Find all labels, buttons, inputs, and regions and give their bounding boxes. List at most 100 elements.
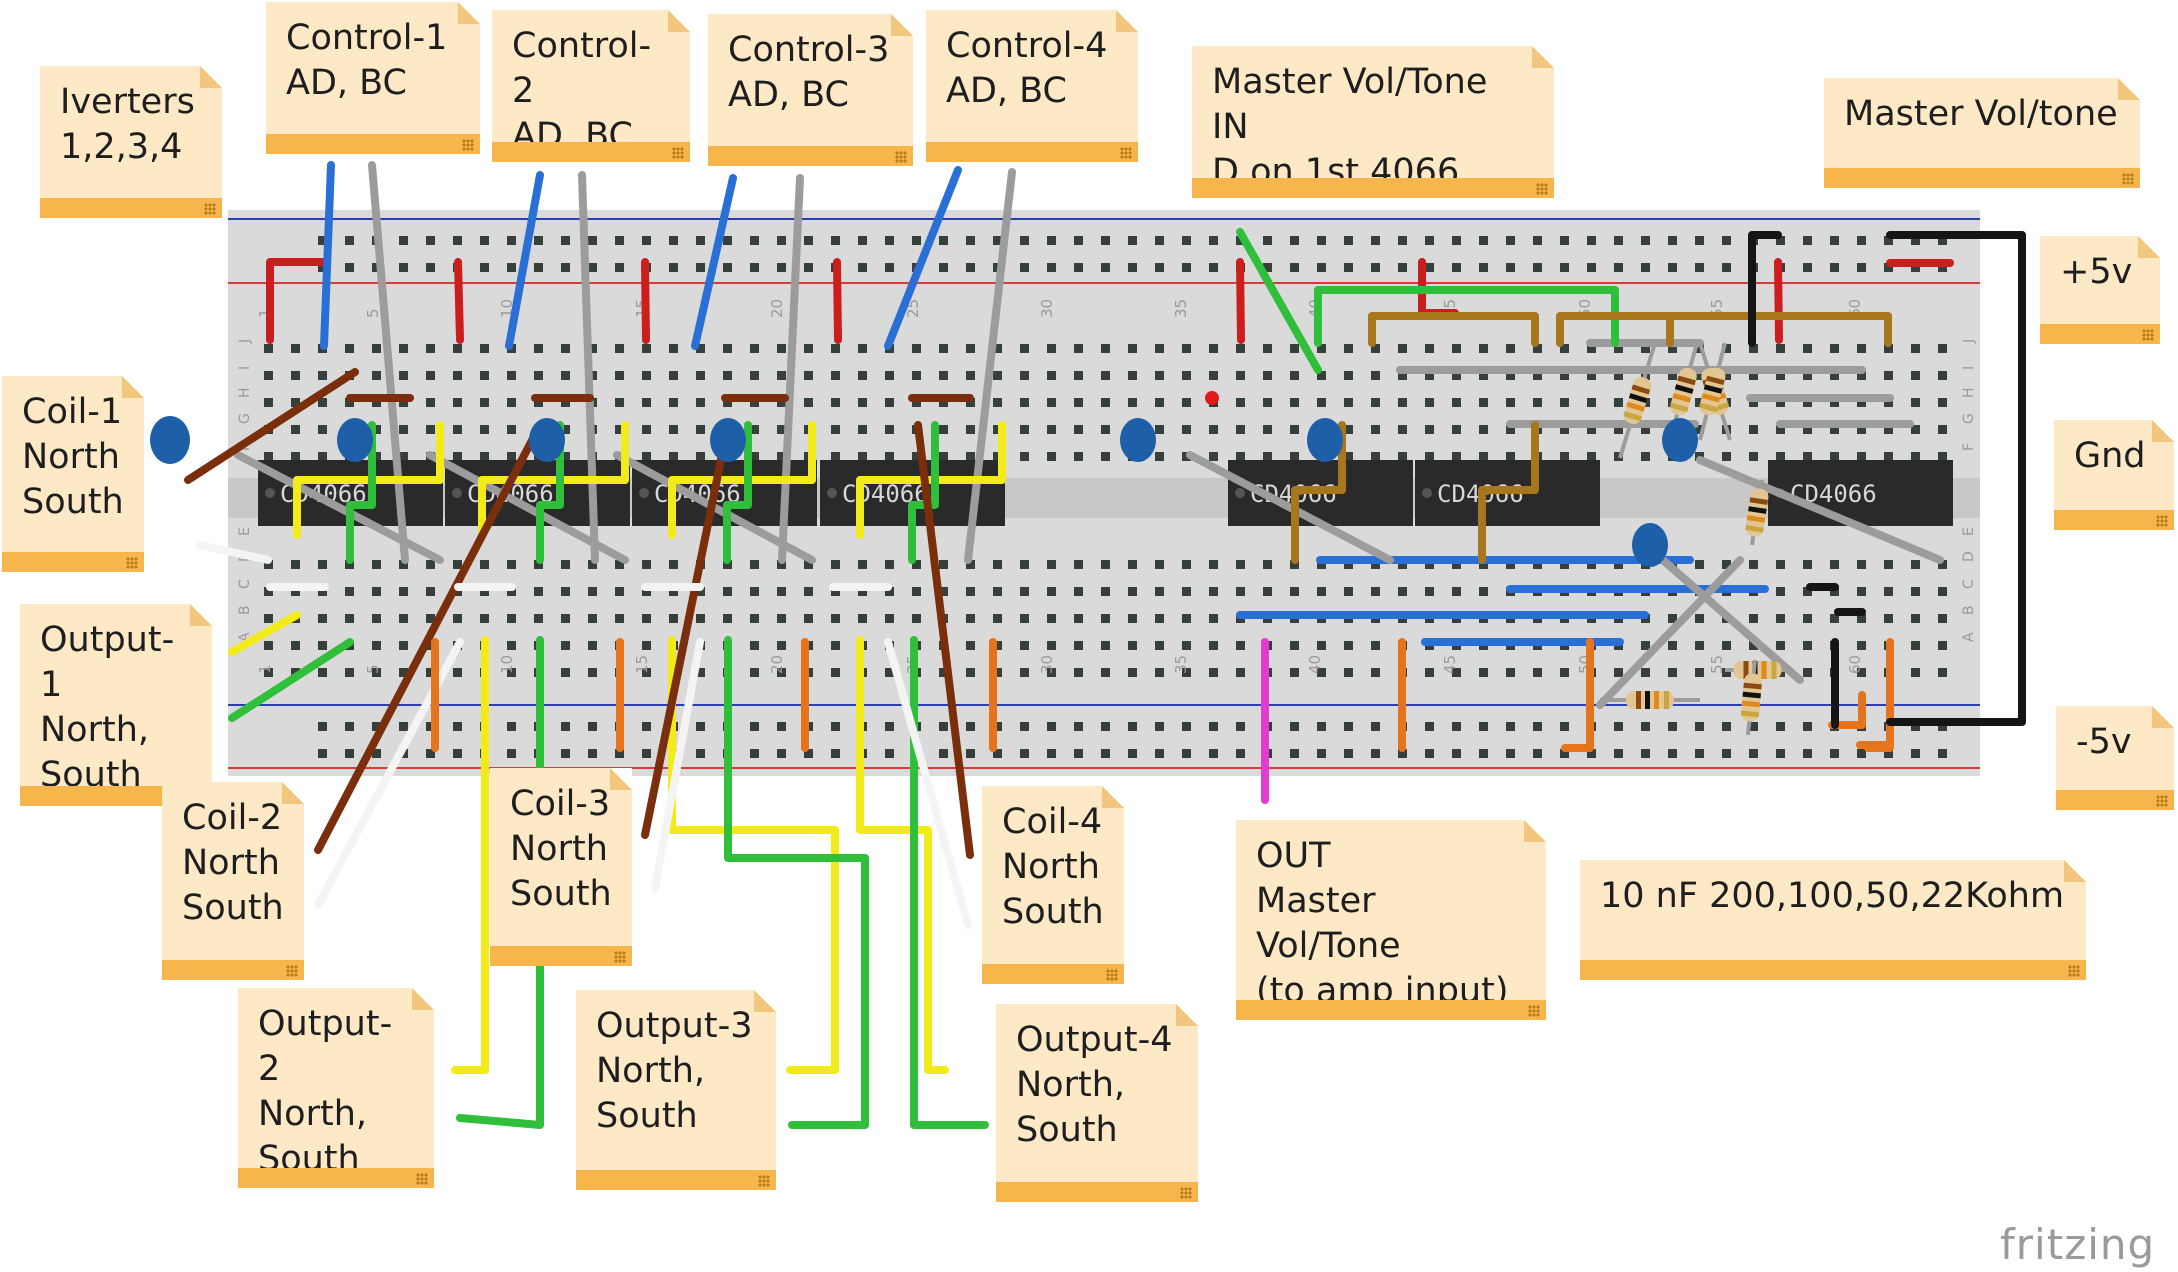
wire-ochre bbox=[1368, 312, 1539, 347]
chip-notch bbox=[265, 488, 275, 498]
capacitors bbox=[150, 416, 1698, 567]
note-text: Control-2 AD, BC bbox=[512, 26, 652, 156]
chip-notch bbox=[1235, 488, 1245, 498]
note-output-4: Output-4 North, South bbox=[996, 1004, 1198, 1202]
note-text: Coil-4 North South bbox=[1002, 802, 1104, 932]
note-text: OUT Master Vol/Tone (to amp input) bbox=[1256, 836, 1509, 1011]
wire-black bbox=[1886, 231, 2026, 726]
row-letter: C bbox=[237, 579, 253, 589]
note-output-2: Output-2 North, South bbox=[238, 988, 434, 1188]
row-letter: B bbox=[1961, 605, 1977, 615]
wire-red bbox=[266, 258, 329, 344]
row-letter: H bbox=[1961, 387, 1977, 398]
wire-ochre bbox=[1556, 312, 1892, 347]
wire-green bbox=[1236, 228, 1322, 374]
column-number: 10 bbox=[498, 655, 516, 674]
capacitor bbox=[150, 416, 190, 464]
wire-brown bbox=[314, 421, 544, 854]
wire-red bbox=[641, 258, 650, 344]
note-coil-2: Coil-2 North South bbox=[162, 782, 304, 980]
wire-green bbox=[536, 421, 564, 564]
note-control-1: Control-1 AD, BC bbox=[266, 2, 480, 154]
note-master-voltone: Master Vol/tone bbox=[1824, 78, 2140, 188]
wire-green bbox=[910, 636, 989, 1129]
wire-white bbox=[884, 638, 972, 929]
capacitor bbox=[1632, 523, 1668, 567]
note-text: Control-1 AD, BC bbox=[286, 18, 448, 103]
wire-green bbox=[346, 421, 376, 564]
wire-brown bbox=[641, 421, 732, 839]
note-inverters: Iverters 1,2,3,4 bbox=[40, 66, 222, 218]
wire-yellow bbox=[668, 421, 816, 539]
wire-brown bbox=[914, 421, 974, 859]
resistors bbox=[1600, 342, 1790, 736]
note-text: 10 nF 200,100,50,22Kohm bbox=[1600, 876, 2065, 916]
note-text: +5v bbox=[2060, 252, 2133, 292]
wire-gray bbox=[1186, 451, 1394, 564]
fritzing-logo: fritzing bbox=[2000, 1220, 2156, 1269]
wire-yellow bbox=[478, 421, 629, 539]
column-number: 20 bbox=[768, 299, 786, 318]
column-number: 30 bbox=[1038, 299, 1056, 318]
row-letter: J bbox=[1961, 339, 1977, 344]
wire-gray bbox=[426, 451, 629, 564]
wire-blue bbox=[691, 174, 737, 350]
row-letter: A bbox=[237, 632, 253, 642]
wire-gray bbox=[1696, 456, 1944, 564]
wire-gray bbox=[234, 451, 444, 564]
note-output-3: Output-3 North, South bbox=[576, 990, 776, 1190]
wire-blue bbox=[884, 166, 962, 350]
note-coil-1: Coil-1 North South bbox=[2, 376, 144, 572]
chip-body bbox=[1768, 460, 1953, 526]
note-text: Output-1 North, South bbox=[40, 620, 175, 795]
note-text: Output-3 North, South bbox=[596, 1006, 753, 1136]
wire-blue bbox=[505, 171, 544, 350]
resistor bbox=[1745, 488, 1769, 537]
note-gnd: Gnd bbox=[2054, 420, 2174, 530]
row-letter: F bbox=[1961, 443, 1977, 451]
wire-yellow bbox=[668, 636, 839, 1074]
note-control-3: Control-3 AD, BC bbox=[708, 14, 913, 166]
note-control-2: Control-2 AD, BC bbox=[492, 10, 690, 162]
chip-notch bbox=[827, 488, 837, 498]
note-text: Output-2 North, South bbox=[258, 1004, 393, 1179]
chip-notch bbox=[639, 488, 649, 498]
resistor bbox=[1623, 376, 1652, 425]
wire-gray bbox=[964, 168, 1016, 564]
note-text: Coil-2 North South bbox=[182, 798, 284, 928]
note-master-in: Master Vol/Tone IN D on 1st 4066 bbox=[1192, 46, 1554, 198]
rail-holes-top bbox=[318, 227, 1958, 281]
note-text: Coil-1 North South bbox=[22, 392, 124, 522]
wire-red bbox=[833, 258, 842, 344]
note-text: Coil-3 North South bbox=[510, 784, 612, 914]
resistor bbox=[1740, 673, 1762, 722]
note-text: -5v bbox=[2076, 722, 2132, 762]
wire-yellow bbox=[856, 636, 949, 1074]
capacitor bbox=[529, 418, 565, 462]
note-text: Gnd bbox=[2074, 436, 2146, 476]
row-letter: I bbox=[237, 366, 253, 370]
capacitor bbox=[1307, 418, 1343, 462]
row-letter: G bbox=[237, 413, 253, 424]
note-coil-4: Coil-4 North South bbox=[982, 786, 1124, 984]
wire-orange bbox=[1561, 638, 1594, 752]
wire-red bbox=[454, 258, 464, 344]
note-text: Output-4 North, South bbox=[1016, 1020, 1173, 1150]
wires bbox=[184, 161, 2026, 1129]
column-number: 5 bbox=[364, 664, 382, 674]
wire-black bbox=[1748, 231, 1782, 347]
chip-notch bbox=[1422, 488, 1432, 498]
red-led-dot bbox=[1205, 391, 1219, 405]
column-number: 35 bbox=[1172, 655, 1190, 674]
column-number: 1 bbox=[256, 664, 274, 674]
row-letter: D bbox=[1961, 551, 1977, 562]
strip-holes-top bbox=[255, 335, 1955, 470]
note-text: Master Vol/tone bbox=[1844, 94, 2118, 134]
capacitor bbox=[1120, 418, 1156, 462]
capacitor bbox=[337, 418, 373, 462]
column-number: 60 bbox=[1846, 655, 1864, 674]
row-letter: E bbox=[237, 527, 253, 536]
column-number: 15 bbox=[633, 655, 651, 674]
column-number: 20 bbox=[768, 655, 786, 674]
resistor bbox=[1699, 367, 1726, 416]
